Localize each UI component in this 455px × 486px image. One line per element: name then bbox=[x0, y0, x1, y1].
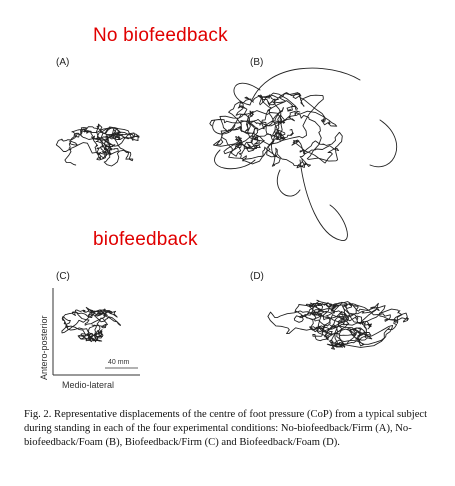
cop-path-d bbox=[267, 299, 410, 350]
panel-label-d: (D) bbox=[250, 271, 264, 282]
y-axis-label: Antero-posterior bbox=[39, 315, 49, 380]
figure-caption: Fig. 2. Representative displacements of … bbox=[24, 408, 434, 450]
panel-label-b: (B) bbox=[250, 57, 264, 68]
heading-biofeedback: biofeedback bbox=[93, 229, 198, 250]
cop-path-b-loops bbox=[212, 67, 398, 241]
caption-prefix: Fig. 2. bbox=[24, 409, 52, 420]
cop-path-c bbox=[61, 306, 121, 343]
panel-label-c: (C) bbox=[56, 271, 70, 282]
heading-no-biofeedback: No biofeedback bbox=[93, 25, 228, 46]
cop-path-b bbox=[209, 92, 343, 169]
x-axis-label: Medio-lateral bbox=[62, 380, 114, 390]
scale-bar-label: 40 mm bbox=[108, 359, 130, 366]
panel-label-a: (A) bbox=[56, 57, 70, 68]
caption-text: Representative displacements of the cent… bbox=[24, 409, 428, 448]
cop-path-a bbox=[55, 123, 140, 167]
